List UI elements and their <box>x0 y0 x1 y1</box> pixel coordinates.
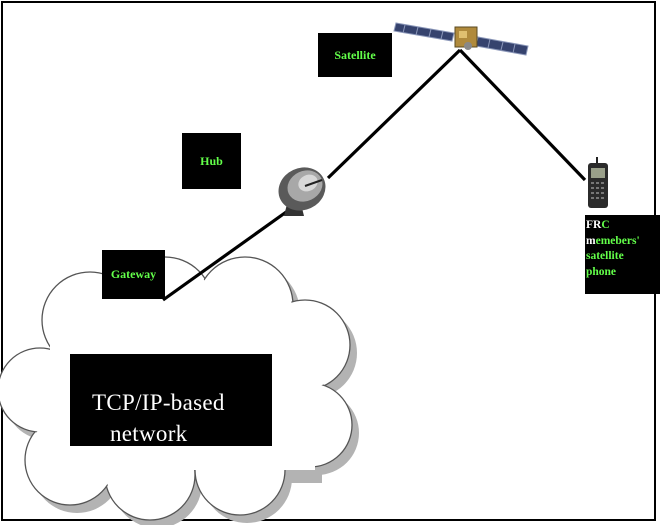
satellite-label: Satellite <box>318 33 392 77</box>
link-lines <box>162 48 587 302</box>
phone-caption-line1-a: FR <box>586 219 602 231</box>
hub-label: Hub <box>182 133 241 189</box>
phone-caption-line4: phone <box>586 265 617 278</box>
satellite-dish-icon <box>278 167 326 216</box>
satellite-icon <box>393 22 529 56</box>
phone-caption-line2-a: m <box>586 234 596 247</box>
gateway-label: Gateway <box>102 250 165 299</box>
phone-caption-line2: memebers' <box>586 234 660 250</box>
network-label-line1: TCP/IP-based <box>92 390 225 415</box>
link-satellite-to-phone <box>458 48 587 182</box>
network-label: TCP/IP-based network <box>70 354 272 446</box>
mobile-phone-icon <box>588 157 608 208</box>
network-label-line2: network <box>110 421 188 446</box>
phone-caption-line2-b: emebers' <box>595 234 640 247</box>
phone-caption-line1-b: C <box>601 219 610 231</box>
phone-caption: FRC memebers' satellite phone <box>585 215 660 294</box>
phone-caption-line1: FRC <box>586 218 660 234</box>
link-gateway-to-dish <box>162 203 297 302</box>
phone-caption-line3: satellite <box>586 250 624 262</box>
link-dish-to-satellite <box>326 48 462 180</box>
